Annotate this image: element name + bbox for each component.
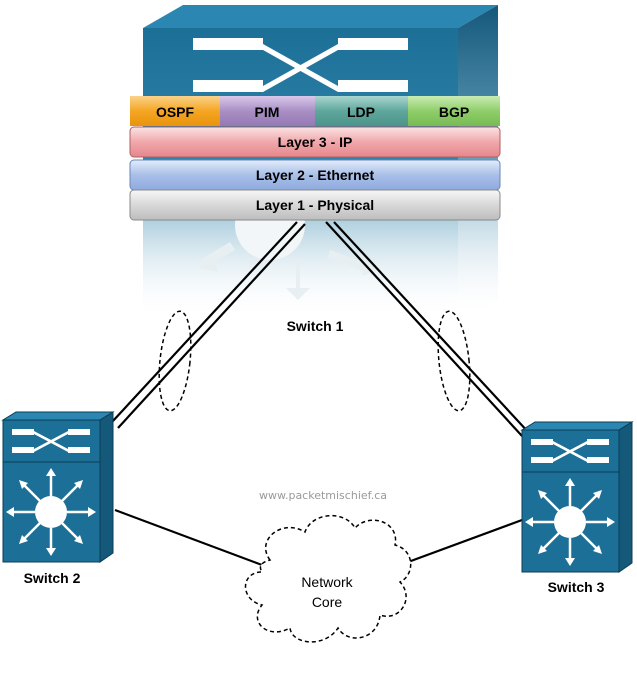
switch-1-label: Switch 1 [287,318,344,334]
link-s1-s2-a [111,221,298,423]
link-s1-s3-a [325,221,523,437]
protocol-pim-label: PIM [255,104,280,120]
layer-2-label: Layer 2 - Ethernet [256,167,375,183]
link-s3-core [399,518,523,567]
port-channel-right-ellipse [437,310,471,412]
switch-2 [1,411,115,563]
layer-3-box [129,126,501,158]
switch-1-top-face [143,5,498,28]
switch-1 [143,5,498,320]
layer-stack: Layer 3 - IP Layer 2 - Ethernet Layer 1 … [129,126,501,221]
switch-2-label: Switch 2 [24,570,81,586]
switch-2-crossover-icon [12,429,90,453]
switch-3 [520,421,634,573]
watermark-text: www.packetmischief.ca [259,489,387,502]
switch-3-top-face [520,421,634,431]
switch-1-crossover-icon [193,38,408,92]
switch-2-multilayer-icon [6,468,96,556]
link-s1-s3-b [333,221,531,435]
network-core-label-line2: Core [312,594,343,610]
protocol-ospf-box [130,96,220,126]
layer-1-box [129,189,501,221]
protocol-ldp-label: LDP [347,104,375,120]
switch-3-crossover-icon [531,439,609,463]
switch-3-multilayer-icon [525,478,615,566]
links [111,221,531,567]
link-s2-core [114,508,263,567]
protocol-bgp-label: BGP [439,104,469,120]
protocol-bar: OSPF PIM LDP BGP [130,96,500,126]
link-s1-s2-b [117,223,306,429]
port-channel-left-ellipse [158,310,192,412]
switch-3-label: Switch 3 [548,579,605,595]
switch-3-side-face [618,421,633,573]
protocol-bgp-box [408,96,500,126]
network-core-cloud [244,514,412,643]
switch-2-top-face [1,411,115,421]
protocol-ldp-box [315,96,408,126]
network-core-label-line1: Network [301,574,353,590]
protocol-pim-box [220,96,315,126]
layer-1-label: Layer 1 - Physical [256,197,374,213]
switch-2-side-face [99,411,114,563]
protocol-ospf-label: OSPF [156,104,195,120]
layer-3-label: Layer 3 - IP [278,134,353,150]
